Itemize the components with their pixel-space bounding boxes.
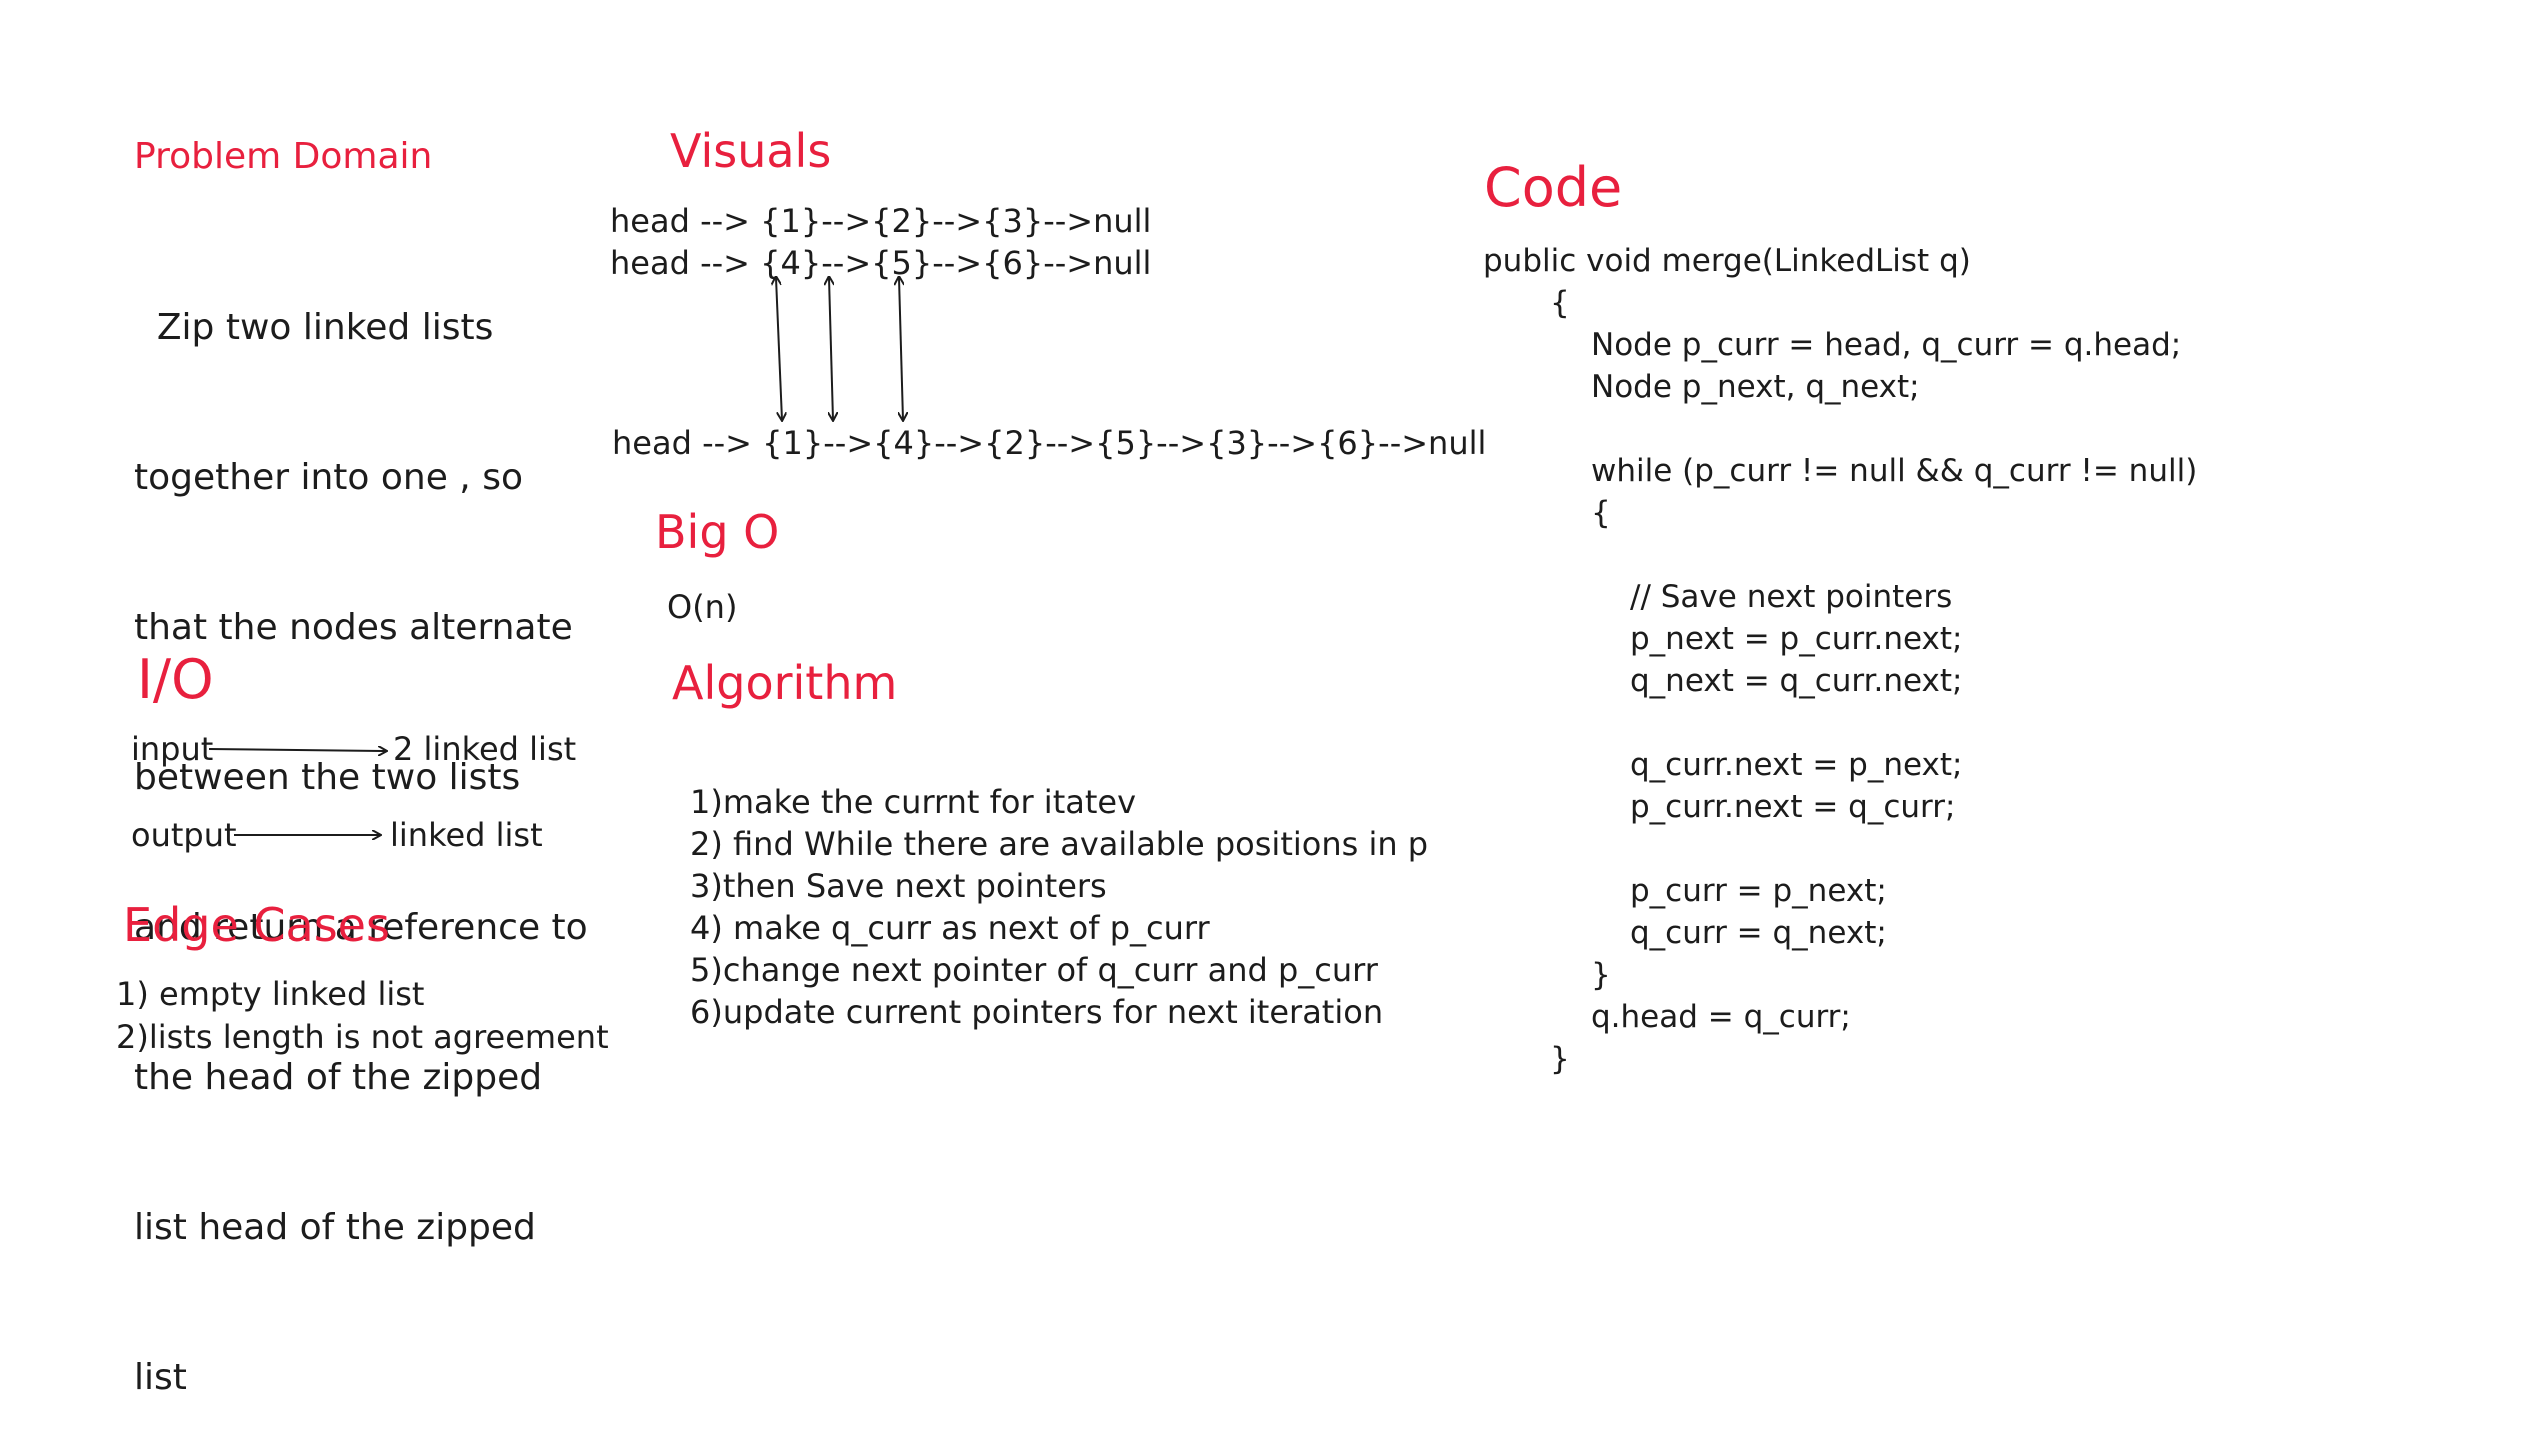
io-output-label: output — [131, 816, 237, 854]
code-line: public void merge(LinkedList q) — [1483, 243, 1971, 279]
visual-arrow-3 — [899, 278, 903, 420]
algorithm-steps: 1)make the currnt for itatev 2) find Whi… — [690, 781, 1428, 1033]
big-o-value: O(n) — [667, 588, 738, 626]
code-line: Node p_next, q_next; — [1591, 369, 1920, 405]
code-line: { — [1550, 285, 1570, 321]
code-line: q.head = q_curr; — [1591, 999, 1851, 1035]
code-line: } — [1550, 1041, 1570, 1077]
code-line: q_curr.next = p_next; — [1630, 747, 1963, 783]
algorithm-step: 4) make q_curr as next of p_curr — [690, 909, 1210, 947]
code-line: // Save next pointers — [1630, 579, 1953, 615]
big-o-title: Big O — [655, 505, 780, 559]
code-line: q_curr = q_next; — [1630, 915, 1887, 951]
problem-line: and return a reference to — [134, 907, 588, 948]
code-line: p_next = p_curr.next; — [1630, 621, 1963, 657]
code-title: Code — [1484, 156, 1623, 219]
io-output-value: linked list — [390, 816, 543, 854]
algorithm-step: 6)update current pointers for next itera… — [690, 993, 1384, 1031]
problem-line: Zip two linked lists — [134, 307, 494, 348]
algorithm-step: 5)change next pointer of q_curr and p_cu… — [690, 951, 1378, 989]
input-arrow — [208, 749, 386, 751]
code-line: Node p_curr = head, q_curr = q.head; — [1591, 327, 2182, 363]
arrows-layer — [208, 0, 2529, 1231]
visual-merged-list: head --> {1}-->{4}-->{2}-->{5}-->{3}-->{… — [612, 424, 1487, 462]
code-line: { — [1591, 495, 1611, 531]
edge-case-item: 2)lists length is not agreement — [116, 1018, 609, 1056]
problem-domain-text: Zip two linked lists together into one ,… — [134, 203, 588, 1453]
edge-case-item: 1) empty linked list — [116, 975, 425, 1013]
problem-line: that the nodes alternate — [134, 607, 573, 648]
io-input-value: 2 linked list — [393, 730, 577, 768]
code-line: q_next = q_curr.next; — [1630, 663, 1963, 699]
edge-cases-title: Edge Cases — [123, 898, 390, 952]
problem-line: list — [134, 1357, 187, 1398]
io-title: I/O — [137, 648, 214, 711]
problem-line: together into one , so — [134, 457, 523, 498]
visuals-title: Visuals — [670, 124, 832, 178]
code-line: } — [1591, 957, 1611, 993]
algorithm-step: 1)make the currnt for itatev — [690, 783, 1137, 821]
visual-arrow-1 — [776, 278, 782, 420]
code-line: p_curr = p_next; — [1630, 873, 1887, 909]
visual-list-1: head --> {1}-->{2}-->{3}-->null — [610, 202, 1152, 240]
algorithm-title: Algorithm — [672, 656, 898, 710]
visual-arrow-2 — [829, 278, 833, 420]
algorithm-step: 3)then Save next pointers — [690, 867, 1107, 905]
problem-line: between the two lists — [134, 757, 521, 798]
io-input-label: input — [131, 730, 214, 768]
problem-line: the head of the zipped — [134, 1057, 543, 1098]
code-line: while (p_curr != null && q_curr != null) — [1591, 453, 2198, 489]
problem-domain-title: Problem Domain — [134, 136, 433, 177]
algorithm-step: 2) find While there are available positi… — [690, 825, 1429, 863]
visual-list-2: head --> {4}-->{5}-->{6}-->null — [610, 244, 1152, 282]
code-line: p_curr.next = q_curr; — [1630, 789, 1956, 825]
